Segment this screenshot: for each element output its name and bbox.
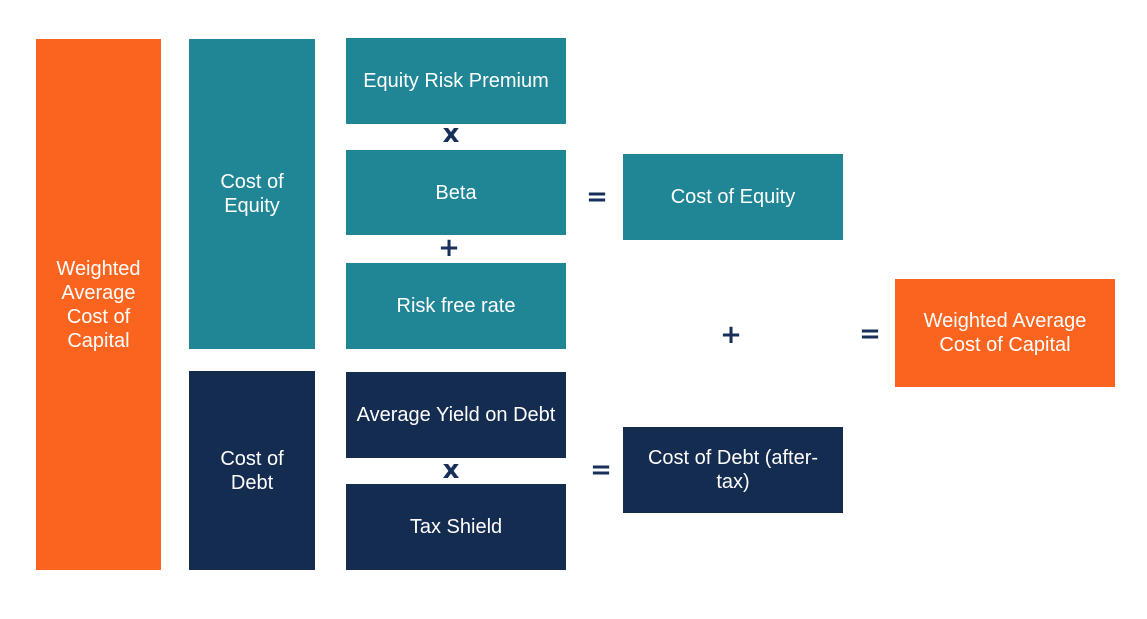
average-yield-on-debt-text: Average Yield on Debt [356, 404, 556, 426]
cost-of-debt-result-text: Cost of Debt (after-tax) [647, 447, 819, 493]
beta-text: Beta [435, 181, 477, 204]
risk-free-rate-box: Risk free rate [346, 263, 566, 349]
cost-of-equity-result-box: Cost of Equity [623, 154, 843, 240]
plus-operator-equity: + [438, 233, 460, 263]
wacc-result-box: Weighted Average Cost of Capital [895, 279, 1115, 387]
cost-of-debt-group-box: Cost of Debt [189, 371, 315, 570]
average-yield-on-debt-box: Average Yield on Debt [346, 372, 566, 458]
cost-of-debt-group-text: Cost of Debt [220, 447, 284, 494]
cost-of-equity-group-text: Cost of Equity [220, 171, 284, 217]
multiply-operator-debt: x [442, 455, 460, 485]
cost-of-equity-result-text: Cost of Equity [670, 186, 796, 208]
plus-operator-combine: + [720, 320, 742, 350]
equals-operator-equity: = [586, 182, 608, 212]
equity-risk-premium-text: Equity Risk Premium [363, 70, 549, 92]
tax-shield-text: Tax Shield [409, 516, 503, 538]
equals-operator-debt: = [590, 455, 612, 485]
beta-box: Beta [346, 150, 566, 235]
equals-operator-final: = [859, 319, 881, 349]
tax-shield-box: Tax Shield [346, 484, 566, 570]
wacc-label-box: Weighted Average Cost of Capital [36, 39, 161, 570]
cost-of-equity-group-box: Cost of Equity [189, 39, 315, 349]
cost-of-debt-result-box: Cost of Debt (after-tax) [623, 427, 843, 513]
equity-risk-premium-box: Equity Risk Premium [346, 38, 566, 124]
multiply-operator-equity: x [442, 119, 460, 149]
risk-free-rate-text: Risk free rate [396, 295, 516, 317]
wacc-result-text: Weighted Average Cost of Capital [923, 310, 1087, 356]
wacc-label-text: Weighted Average Cost of Capital [56, 257, 141, 352]
